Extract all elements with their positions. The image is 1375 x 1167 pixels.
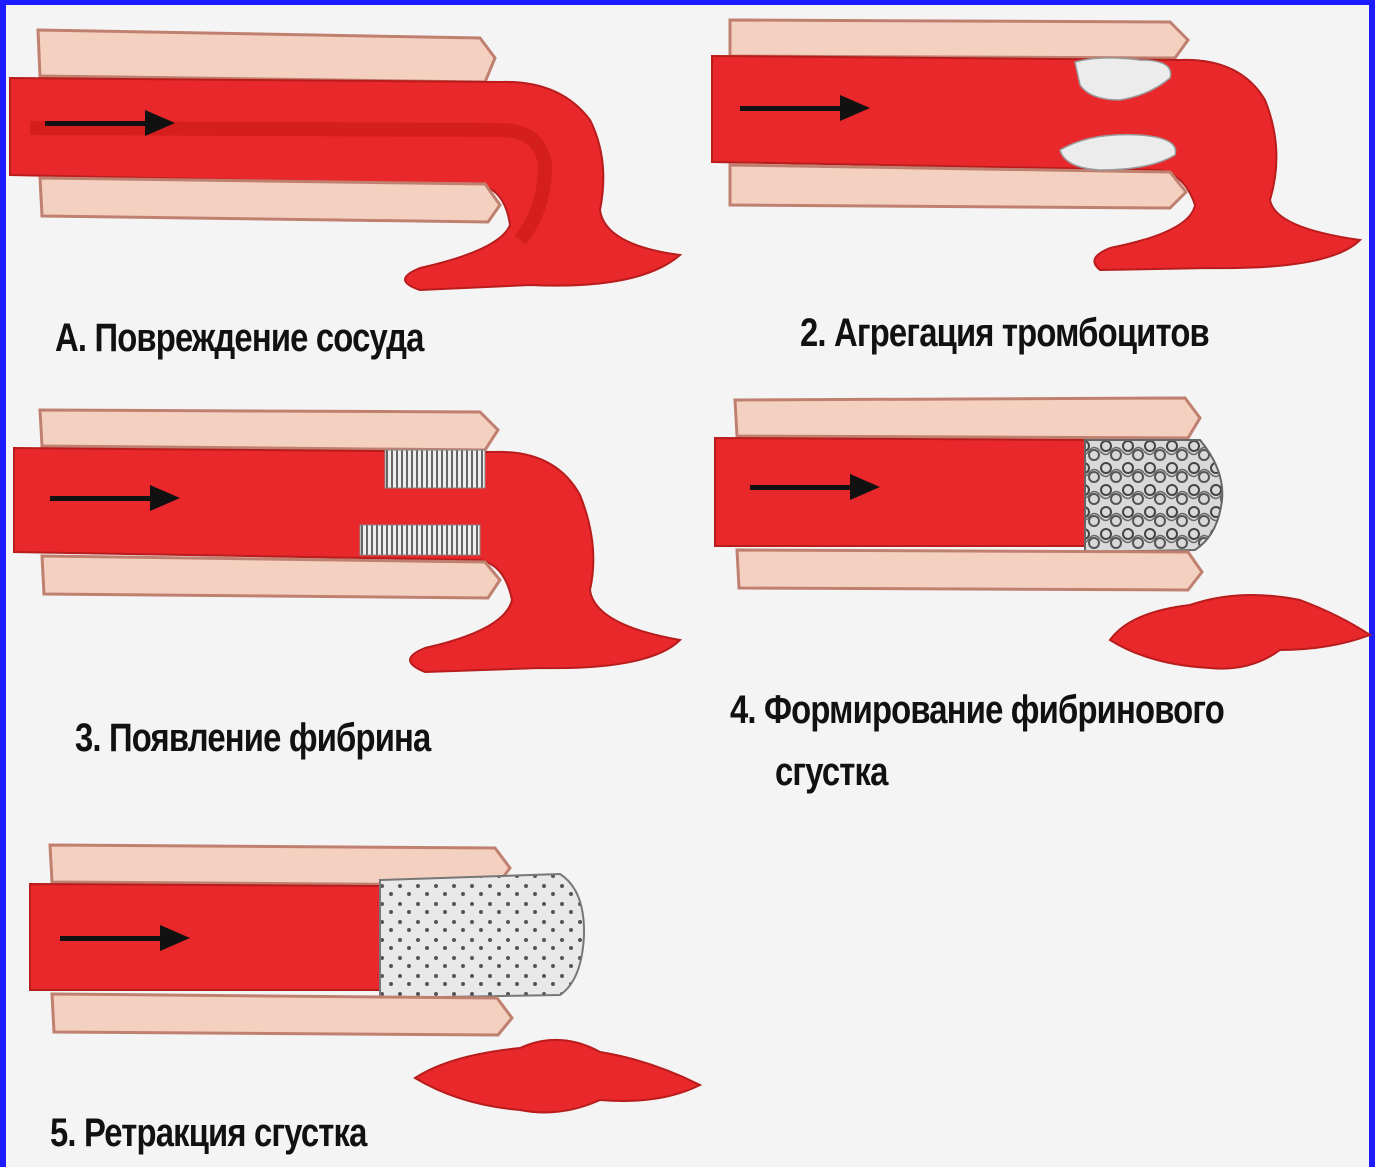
fibrin-strands-bottom [360,525,480,555]
blood-drop-4 [1110,595,1370,669]
step-a-label: А. Повреждение сосуда [55,318,424,358]
vessel-a-outer-wall-bottom [40,178,500,222]
vessel-5-retracted-clot [380,874,584,998]
vessel-2-outer-wall-top [730,20,1188,58]
vessel-2-blood-lumen [712,56,1360,270]
step-3-label: 3. Появление фибрина [75,718,430,758]
vessel-4-outer-wall-top [735,398,1200,438]
step-4-label-line2: сгустка [775,752,888,792]
fibrin-strands-top [385,450,485,488]
blood-drop-5 [415,1040,700,1113]
vessel-4-outer-wall-bottom [737,550,1202,590]
step-5-label: 5. Ретракция сгустка [50,1113,367,1153]
vessel-3-outer-wall-top [40,410,498,450]
vessel-5-outer-wall-bottom [52,994,512,1035]
vessel-2 [712,20,1360,270]
vessel-3-outer-wall-bottom [42,556,500,598]
step-4-label-line1: 4. Формирование фибринового [730,690,1224,730]
vessel-a [10,30,680,290]
vessel-a-outer-wall-top [38,30,495,82]
vessel-4-fibrin-clot [1085,440,1222,552]
vessel-3 [14,410,680,672]
vessel-5 [30,845,700,1112]
vessel-2-outer-wall-bottom [730,165,1186,208]
vessel-4-blood-lumen [715,438,1090,546]
step-2-label: 2. Агрегация тромбоцитов [800,313,1209,353]
vessel-4 [715,398,1370,669]
